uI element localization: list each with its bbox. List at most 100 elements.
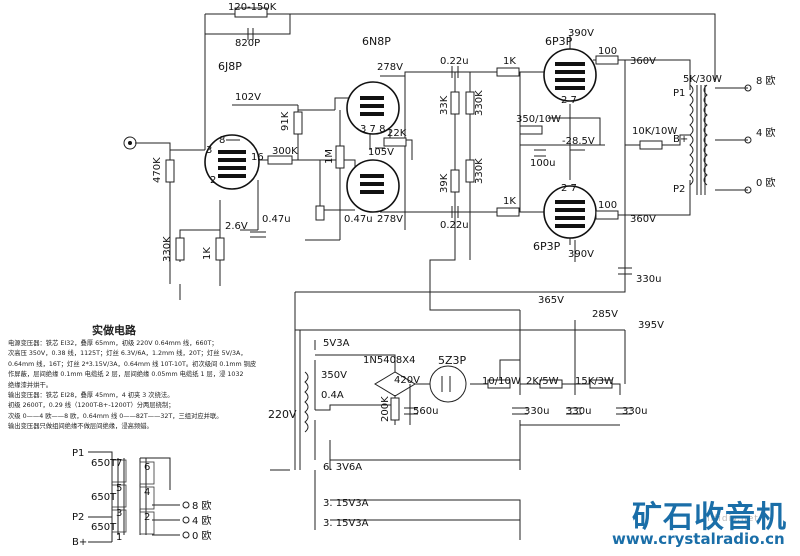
label-365v: 365V [538, 295, 564, 306]
ot-label-w1: 650T [91, 458, 117, 469]
label-10k-10w: 10K/10W [632, 126, 677, 137]
label-out-4: 4 欧 [756, 127, 776, 139]
label-fb-cap: 820P [235, 38, 260, 49]
ot-label-n2: 2 [144, 512, 150, 523]
label-p2: P2 [673, 184, 685, 195]
label-22k: 22K [387, 128, 407, 139]
tube-v2b-6n8p [346, 159, 400, 213]
label-2-6v: 2.6V [225, 221, 248, 232]
label-102v: 102V [235, 92, 261, 103]
ot-label-n6: 6 [144, 462, 150, 473]
label-diode: 1N5408X4 [363, 355, 416, 366]
label-p1: P1 [673, 88, 685, 99]
label-04a: 0.4A [321, 390, 344, 401]
ot-label-n5: 5 [116, 483, 122, 494]
notes-line: 次级 0——4 欧——8 欧，0.64mm 线 0——82T——32T，三组对应… [8, 412, 223, 420]
label-v4-tube: 6P3P [533, 240, 561, 253]
ot-label-n3: 3 [116, 508, 122, 519]
label-278v-top: 278V [377, 62, 403, 73]
label-out-0: 0 欧 [756, 177, 776, 189]
svg-text:2: 2 [210, 175, 216, 186]
ot-label-o4: 4 欧 [192, 515, 212, 527]
ot-label-n4: 4 [144, 487, 150, 498]
label-out-8: 8 欧 [756, 75, 776, 87]
svg-text:2 7: 2 7 [561, 95, 577, 106]
label-330u-b: 330u [524, 406, 549, 417]
label-v3-tube: 6P3P [545, 35, 573, 48]
brand-logo: 矿石收音机 [632, 500, 787, 535]
label-300k: 300K [272, 146, 298, 157]
ot-label-p2: P2 [72, 512, 84, 523]
input-jack [123, 136, 137, 150]
tube-v2a-6n8p: 3 7 8 [346, 81, 400, 135]
label-200k: 200K [380, 396, 391, 422]
ot-label-bplus: B+ [72, 537, 87, 548]
label-022u-top: 0.22u [440, 56, 469, 67]
label-91k: 91K [280, 111, 291, 131]
ot-label-n1: 1 [116, 532, 122, 543]
label-10-10w: 10/10W [482, 376, 521, 387]
label-fb-res: 120-150K [228, 2, 277, 13]
label-330u-a: 330u [636, 274, 661, 285]
label-ot-ratio: 5K/30W [683, 74, 722, 85]
label-330k-a: 330K [162, 236, 173, 262]
ot-winding-diagram [88, 451, 190, 543]
output-transformer [689, 84, 752, 195]
label-39k: 39K [439, 173, 450, 193]
component-labels: 120-150K 820P 6J8P 102V 91K 300K 470K 33… [152, 2, 776, 529]
label-63v6a: 6. 3V6A [323, 462, 362, 473]
ot-winding-labels: P1 P2 B+ 650T 650T 650T 7 5 3 1 6 4 2 8 … [72, 448, 212, 548]
svg-text:3: 3 [206, 145, 212, 156]
notes-line: 0.64mm 线，16T；灯丝 2*3.15V/3A，0.64mm 线 10T-… [8, 360, 257, 368]
label-350-10w: 350/10W [516, 114, 561, 125]
notes-line: 绝缘漆并烘干。 [8, 381, 53, 389]
notes-line: 输出变压器：铁芯 EI28，叠厚 45mm，4 初夹 3 次绕法。 [8, 392, 174, 400]
notes-line: 输出变压器只做组间绝缘不做层间绝缘，浸高频蜡。 [8, 423, 153, 431]
label-047u-a: 0.47u [262, 214, 291, 225]
label-5v3a: 5V3A [323, 338, 350, 349]
label-315a: 3. 15V3A [323, 498, 369, 509]
label-395v: 395V [638, 320, 664, 331]
label-330u-c: 330u [566, 406, 591, 417]
label-15k-3w: 15K/3W [575, 376, 614, 387]
tube-v1-6j8p: 8 3 16 2 [204, 134, 264, 190]
label-330k-c: 330K [474, 158, 485, 184]
brand-url: www.crystalradio.cn [612, 530, 785, 548]
notes-line: 次高压 350V，0.38 线，1125T；灯丝 6.3V/6A，1.2mm 线… [8, 350, 247, 358]
svg-text:2 7: 2 7 [561, 183, 577, 194]
label-1k-a: 1K [202, 247, 213, 260]
svg-text:8: 8 [219, 135, 225, 146]
label-v1-tube: 6J8P [218, 60, 242, 73]
notes-line: 初级 2600T，0.29 线（1200T-B+-1200T）分两层绕制； [8, 402, 175, 410]
label-360v-bot: 360V [630, 214, 656, 225]
label-420v: 420V [394, 375, 420, 386]
label-390v-bot: 390V [568, 249, 594, 260]
label-neg-28-5v: -28.5V [562, 136, 595, 147]
label-560u: 560u [413, 406, 438, 417]
svg-text:16: 16 [251, 152, 264, 163]
label-360v-top: 360V [630, 56, 656, 67]
ot-label-p1: P1 [72, 448, 84, 459]
resistor-feedback [234, 7, 268, 18]
label-330u-d: 330u [622, 406, 647, 417]
label-2k-5w: 2K/5W [526, 376, 559, 387]
label-315b: 3. 15V3A [323, 518, 369, 529]
label-350v: 350V [321, 370, 347, 381]
watermark: hifidiy.net [704, 514, 759, 524]
label-047u-b: 0.47u [344, 214, 373, 225]
build-notes: 实做电路 电源变压器：铁芯 EI32，叠厚 65mm，初级 220V 0.64m… [8, 323, 304, 433]
notes-line: 电源变压器：铁芯 EI32，叠厚 65mm，初级 220V 0.64mm 线，6… [8, 340, 218, 347]
label-330k-b: 330K [474, 90, 485, 116]
ot-label-w2: 650T [91, 492, 117, 503]
label-022u-bot: 0.22u [440, 220, 469, 231]
label-1k-top: 1K [503, 56, 516, 67]
label-1k-bot: 1K [503, 196, 516, 207]
label-100-bot: 100 [598, 200, 617, 211]
svg-text:3 7 8: 3 7 8 [360, 124, 385, 135]
ot-label-o8: 8 欧 [192, 500, 212, 512]
label-bplus: B+ [673, 134, 688, 145]
label-100-top: 100 [598, 46, 617, 57]
ot-label-w3: 650T [91, 522, 117, 533]
notes-heading: 实做电路 [92, 324, 136, 337]
